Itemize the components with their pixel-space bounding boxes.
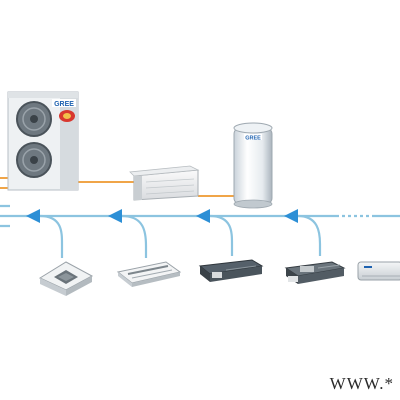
tank-brand-label: GREE [245, 136, 261, 142]
website-url: WWW.* [329, 374, 394, 393]
refrigerant-pipes [0, 204, 400, 258]
flow-arrow-3 [196, 209, 210, 223]
main-pipe-left-stubs [0, 204, 10, 228]
flow-arrow-4 [284, 209, 298, 223]
wall-split-unit-icon [357, 261, 400, 281]
outdoor-brand-label: GREE [54, 101, 74, 108]
hot-water-tank-icon: GREE [233, 122, 273, 209]
flow-arrow-1 [26, 209, 40, 223]
flow-arrow-2 [108, 209, 122, 223]
branch-4 [297, 214, 322, 256]
vrf-outdoor-unit-icon: GREE [7, 91, 79, 191]
branch-1 [39, 214, 64, 258]
flow-arrows [26, 209, 298, 223]
branch-2 [121, 214, 148, 258]
branch-3 [209, 214, 234, 256]
ceiling-cassette-icon [38, 261, 94, 296]
hydro-module-icon [129, 165, 200, 201]
one-way-cassette-icon [116, 261, 182, 287]
slim-duct-unit-icon [198, 259, 264, 282]
high-static-duct-unit-icon [284, 261, 346, 284]
